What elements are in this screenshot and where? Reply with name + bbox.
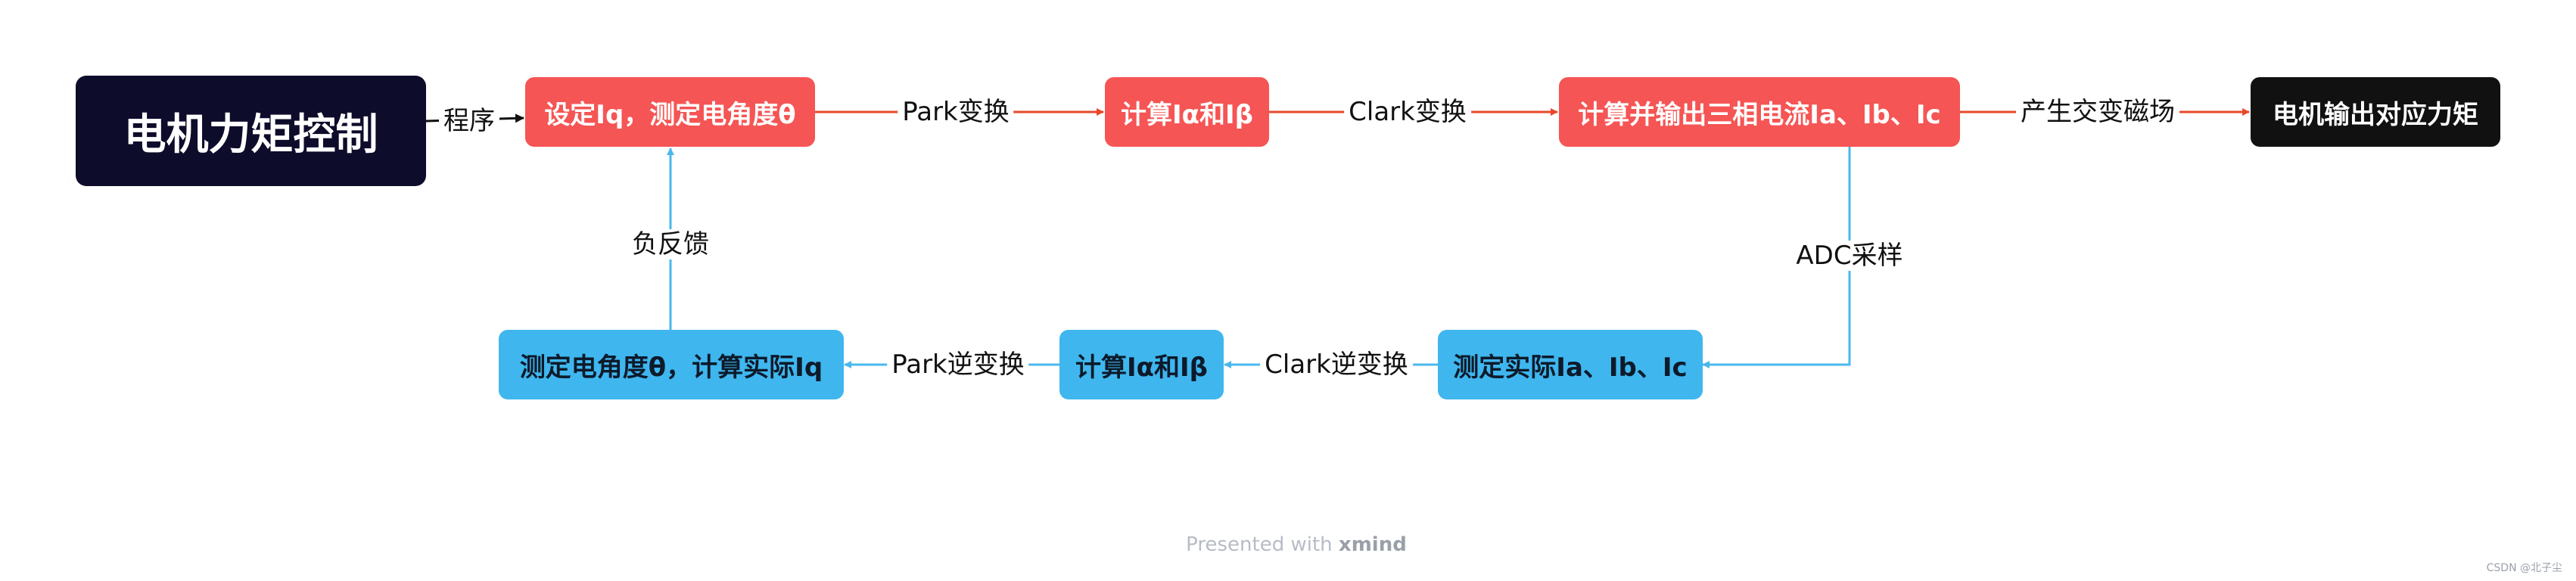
edge-park-label: Park变换 <box>898 97 1014 127</box>
edge-feedback-label: 负反馈 <box>627 229 714 259</box>
edge-program-label: 程序 <box>439 106 499 136</box>
presented-with-footer: Presented with xmind <box>1186 533 1407 556</box>
set-iq-label: 设定Iq，测定电角度θ <box>544 99 796 130</box>
xmind-brand-text: xmind <box>1338 533 1407 556</box>
measure-actual-currents-label: 测定实际Ia、Ib、Ic <box>1453 352 1688 383</box>
edge-magnetic-label: 产生交变磁场 <box>2016 97 2179 127</box>
calc-ialpha-ibeta-top-label: 计算Iα和Iβ <box>1121 99 1253 130</box>
measure-actual-currents-node[interactable]: 测定实际Ia、Ib、Ic <box>1438 330 1703 399</box>
set-iq-node[interactable]: 设定Iq，测定电角度θ <box>525 77 815 147</box>
calc-ialpha-ibeta-bottom-label: 计算Iα和Iβ <box>1075 352 1208 383</box>
calc-ialpha-ibeta-top-node[interactable]: 计算Iα和Iβ <box>1105 77 1269 147</box>
root-topic-label: 电机力矩控制 <box>123 110 378 160</box>
presented-with-text: Presented with <box>1186 533 1333 556</box>
edge-adc-line <box>1702 147 1851 368</box>
motor-output-torque-label: 电机输出对应力矩 <box>2273 99 2478 130</box>
watermark-text: CSDN @北子尘 <box>2486 562 2562 574</box>
measure-angle-calc-iq-node[interactable]: 测定电角度θ，计算实际Iq <box>499 330 844 399</box>
edge-clark-inverse-label: Clark逆变换 <box>1260 350 1413 380</box>
motor-output-torque-node[interactable]: 电机输出对应力矩 <box>2251 77 2500 147</box>
calc-ialpha-ibeta-bottom-node[interactable]: 计算Iα和Iβ <box>1059 330 1224 399</box>
measure-angle-calc-iq-label: 测定电角度θ，计算实际Iq <box>519 352 823 383</box>
edge-adc-label: ADC采样 <box>1791 241 1908 271</box>
calc-output-three-phase-label: 计算并输出三相电流Ia、Ib、Ic <box>1578 99 1941 130</box>
root-topic-node[interactable]: 电机力矩控制 <box>76 76 426 186</box>
calc-output-three-phase-node[interactable]: 计算并输出三相电流Ia、Ib、Ic <box>1559 77 1960 147</box>
edge-clark-label: Clark变换 <box>1344 97 1471 127</box>
edge-park-inverse-label: Park逆变换 <box>887 350 1029 380</box>
